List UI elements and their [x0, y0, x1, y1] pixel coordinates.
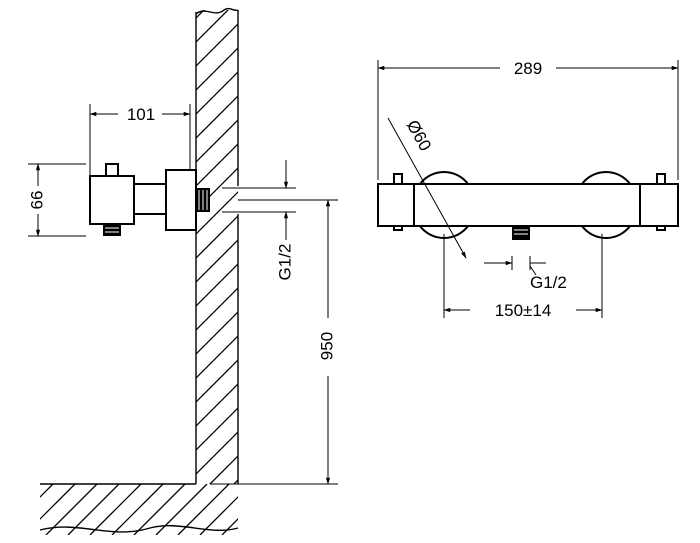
top-knob: [105, 163, 119, 177]
right-foot: [656, 225, 666, 231]
hatch-line: [196, 10, 238, 484]
hatch-line: [45, 484, 98, 535]
wall-hatching: [0, 0, 700, 490]
hatch-line: [227, 10, 238, 484]
hatch-line: [133, 484, 186, 535]
width-dimension-label: 101: [127, 105, 155, 124]
side-thread-label: G1/2: [275, 244, 294, 281]
hatch-line: [177, 484, 230, 535]
right-flange-top: [581, 171, 631, 185]
spacing-dimension-label: 150±14: [495, 301, 552, 320]
hatch-line: [196, 10, 238, 484]
floor-section: [0, 483, 295, 535]
left-flange-top: [419, 171, 469, 185]
diameter-dimension-label: Ø60: [403, 117, 435, 154]
wall-section: [0, 0, 700, 490]
hatch-line: [196, 10, 238, 484]
hatch-line: [252, 0, 700, 490]
hatch-line: [196, 10, 238, 484]
right-pin: [656, 173, 666, 185]
right-flange-bottom: [581, 225, 631, 239]
left-foot: [393, 225, 403, 231]
hatch-line: [196, 10, 238, 484]
hatch-line: [196, 10, 238, 484]
floor-hatching: [0, 484, 295, 535]
hatch-line: [196, 10, 238, 484]
dimension-spacing: 150±14: [443, 234, 603, 320]
wall-flange: [165, 169, 197, 231]
hatch-line: [0, 484, 31, 535]
dimension-950: 950: [210, 199, 338, 485]
hatch-line: [244, 484, 295, 535]
hatch-line: [196, 10, 238, 484]
front-outlet-nut: [512, 226, 530, 240]
dimension-g12-side: G1/2: [222, 160, 296, 280]
hatch-line: [196, 10, 238, 484]
front-thread-label: G1/2: [530, 273, 567, 292]
dimension-diameter: Ø60: [387, 117, 467, 259]
hatch-line: [89, 484, 142, 535]
dimension-g12-front: G1/2: [484, 256, 567, 292]
outlet-nut: [103, 224, 121, 236]
hatch-line: [111, 484, 164, 535]
hatch-line: [196, 10, 238, 484]
hatch-line: [196, 10, 238, 484]
hatch-line: [0, 0, 190, 490]
hatch-line: [155, 484, 208, 535]
front-view: 289 Ø60 G1/2 150±14: [377, 59, 679, 320]
dimension-66: 66: [27, 163, 86, 237]
length-dimension-label: 289: [514, 59, 542, 78]
hatch-line: [196, 10, 238, 484]
valve-body: [89, 175, 135, 225]
hatch-line: [199, 484, 238, 535]
hatch-line: [196, 10, 238, 484]
height-dimension-label: 66: [27, 191, 46, 210]
connector-arm: [133, 183, 167, 215]
hatch-line: [196, 10, 238, 484]
dimension-289: 289: [377, 59, 679, 180]
mount-height-label: 950: [317, 332, 336, 360]
hatch-line: [40, 484, 76, 535]
hatch-line: [196, 10, 215, 484]
hatch-line: [67, 484, 120, 535]
hatch-line: [221, 484, 238, 535]
mixer-bar: [377, 183, 679, 227]
hatch-line: [196, 10, 238, 484]
left-pin: [393, 173, 403, 185]
hatch-line: [40, 484, 54, 535]
dimension-101: 101: [89, 104, 191, 176]
hatch-line: [196, 10, 238, 484]
